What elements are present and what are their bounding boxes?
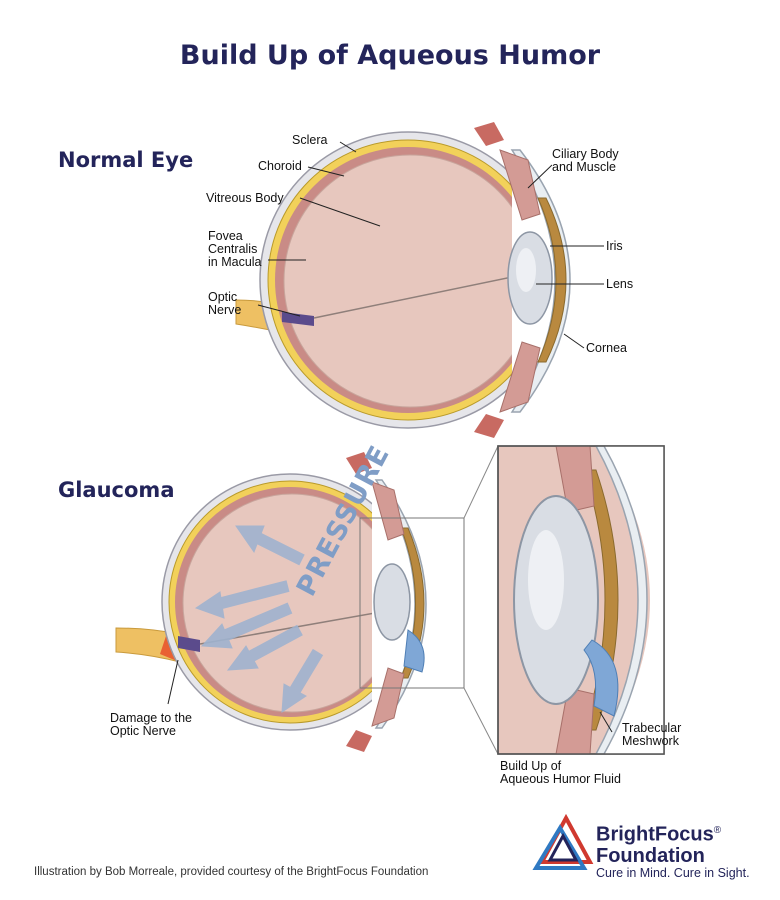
normal-eye-heading: Normal Eye xyxy=(58,148,194,172)
label-lens: Lens xyxy=(606,277,634,291)
page-title: Build Up of Aqueous Humor xyxy=(179,40,601,71)
label-ciliary-body: Ciliary Body and Muscle xyxy=(552,147,619,174)
brightfocus-logo-icon xyxy=(532,813,594,870)
label-fovea: Fovea Centralis in Macula xyxy=(208,229,262,269)
label-vitreous-body: Vitreous Body xyxy=(206,191,284,205)
label-choroid: Choroid xyxy=(258,159,302,173)
label-iris: Iris xyxy=(606,239,623,253)
logo-tagline: Cure in Mind. Cure in Sight. xyxy=(596,866,750,880)
pressure-arrows xyxy=(194,525,324,713)
label-sclera: Sclera xyxy=(292,133,328,147)
glaucoma-eye-diagram: PRESSURE xyxy=(115,440,499,755)
logo-wordmark: BrightFocus® Foundation xyxy=(596,823,722,867)
label-cornea: Cornea xyxy=(586,341,627,355)
illustration-credit: Illustration by Bob Morreale, provided c… xyxy=(34,866,429,878)
zoom-inset xyxy=(497,445,665,755)
label-fluid-buildup: Build Up of Aqueous Humor Fluid xyxy=(500,759,621,786)
glaucoma-heading: Glaucoma xyxy=(58,478,175,502)
normal-eye-diagram xyxy=(235,122,604,438)
label-optic-nerve: Optic Nerve xyxy=(208,290,242,317)
label-optic-damage: Damage to the Optic Nerve xyxy=(110,711,192,738)
label-trabecular-meshwork: Trabecular Meshwork xyxy=(622,721,682,748)
